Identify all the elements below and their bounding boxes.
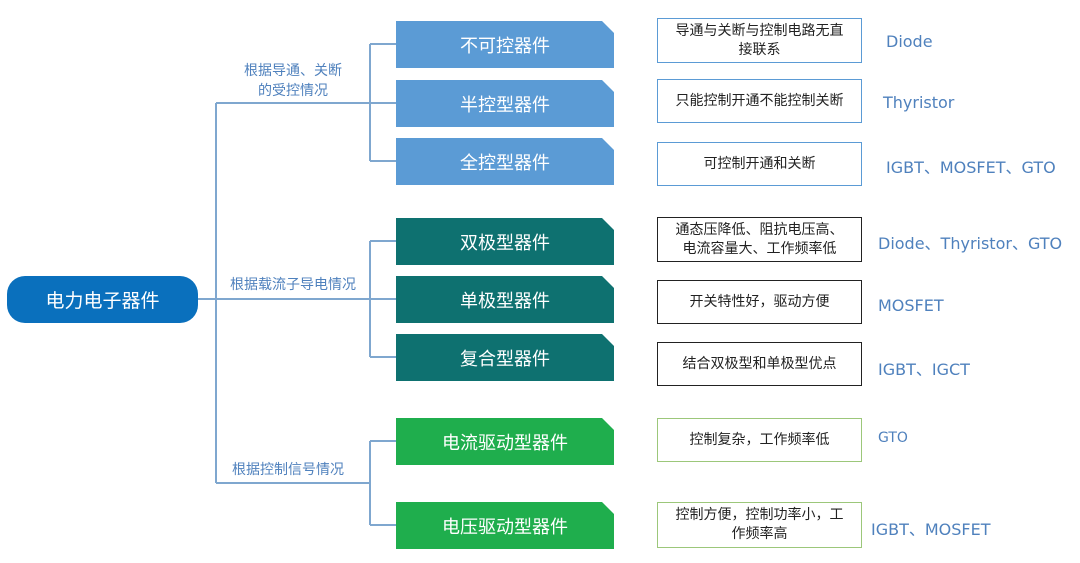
- device-node-2-0: 电流驱动型器件: [396, 418, 614, 465]
- device-node-0-0: 不可控器件: [396, 21, 614, 68]
- description-line: 结合双极型和单极型优点: [682, 355, 837, 372]
- description-box-2-0: 控制复杂，工作频率低: [657, 418, 862, 462]
- description-box-0-1: 只能控制开通不能控制关断: [657, 79, 862, 123]
- example-text-2-1: IGBT、MOSFET: [871, 520, 991, 539]
- description-line: 通态压降低、阻抗电压高、: [675, 221, 844, 238]
- criterion-label-1: 根据载流子导电情况: [218, 275, 368, 295]
- device-node-2-1: 电压驱动型器件: [396, 502, 614, 549]
- description-line: 可控制开通和关断: [703, 155, 816, 172]
- example-text-0-1: Thyristor: [883, 93, 955, 112]
- description-line: 导通与关断与控制电路无直: [675, 22, 844, 39]
- example-text-2-0: GTO: [878, 430, 908, 446]
- device-node-0-1: 半控型器件: [396, 80, 614, 127]
- example-text-0-0: Diode: [886, 32, 933, 51]
- device-node-1-1: 单极型器件: [396, 276, 614, 323]
- description-line: 作频率高: [731, 526, 788, 542]
- description-line: 电流容量大、工作频率低: [682, 240, 837, 257]
- criterion-label-0: 根据导通、关断 的受控情况: [218, 61, 368, 101]
- description-box-1-0: 通态压降低、阻抗电压高、 电流容量大、工作频率低: [657, 217, 862, 262]
- description-box-0-2: 可控制开通和关断: [657, 142, 862, 186]
- device-node-0-2: 全控型器件: [396, 138, 614, 185]
- device-node-1-0: 双极型器件: [396, 218, 614, 265]
- criterion-line: 根据载流子导电情况: [230, 277, 356, 293]
- description-box-1-2: 结合双极型和单极型优点: [657, 342, 862, 386]
- description-line: 只能控制开通不能控制关断: [675, 92, 844, 109]
- description-box-0-0: 导通与关断与控制电路无直 接联系: [657, 18, 862, 63]
- description-line: 开关特性好，驱动方便: [689, 293, 830, 310]
- description-line: 接联系: [738, 41, 781, 58]
- example-text-1-1: MOSFET: [878, 296, 944, 315]
- criterion-label-2: 根据控制信号情况: [218, 460, 358, 480]
- criterion-line: 根据控制信号情况: [232, 462, 344, 478]
- device-node-1-2: 复合型器件: [396, 334, 614, 381]
- example-text-1-2: IGBT、IGCT: [878, 360, 970, 379]
- description-line: 控制方便，控制功率小，工: [675, 507, 844, 523]
- root-node: 电力电子器件: [7, 276, 198, 323]
- description-line: 控制复杂，工作频率低: [689, 431, 830, 448]
- example-text-0-2: IGBT、MOSFET、GTO: [886, 158, 1056, 177]
- description-box-1-1: 开关特性好，驱动方便: [657, 280, 862, 324]
- criterion-line: 根据导通、关断: [244, 63, 342, 79]
- description-box-2-1: 控制方便，控制功率小，工 作频率高: [657, 502, 862, 548]
- criterion-line: 的受控情况: [258, 83, 328, 99]
- example-text-1-0: Diode、Thyristor、GTO: [878, 234, 1063, 253]
